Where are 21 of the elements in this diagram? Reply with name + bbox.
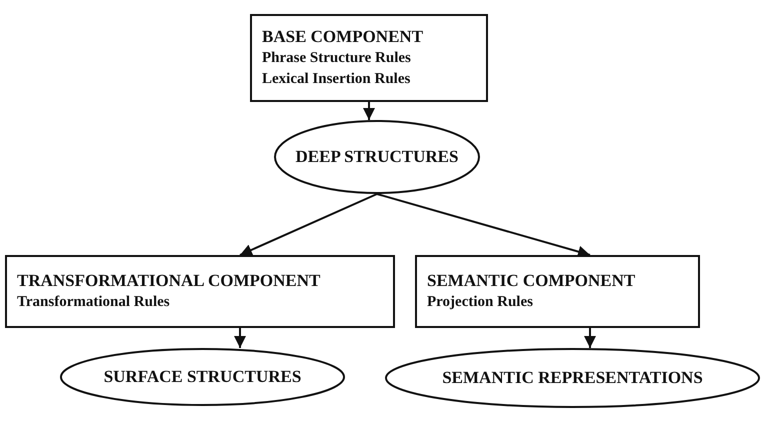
arrow (584, 328, 596, 348)
node-text: Projection Rules (427, 293, 534, 312)
node-heading: TRANSFORMATIONAL COMPONENT (17, 270, 322, 292)
process-box (250, 14, 488, 102)
node-heading: BASE COMPONENT (262, 26, 424, 48)
node-text: Phrase Structure Rules (262, 49, 412, 68)
node-text: Lexical Insertion Rules (262, 70, 412, 90)
node-heading: DEEP STRUCTURES (296, 146, 458, 168)
node-text: Transformational Rules (17, 293, 171, 312)
ellipse-node (60, 348, 345, 406)
arrow (363, 102, 375, 120)
process-box (5, 255, 395, 328)
node-heading: SURFACE STRUCTURES (104, 366, 302, 388)
ellipse-node (274, 120, 480, 194)
node-heading: SEMANTIC COMPONENT (427, 270, 636, 292)
ellipse-node (385, 348, 760, 408)
arrow (376, 193, 590, 258)
process-box (415, 255, 700, 328)
arrow (240, 193, 378, 256)
arrow (234, 328, 246, 348)
node-heading: SEMANTIC REPRESENTATIONS (442, 366, 703, 389)
